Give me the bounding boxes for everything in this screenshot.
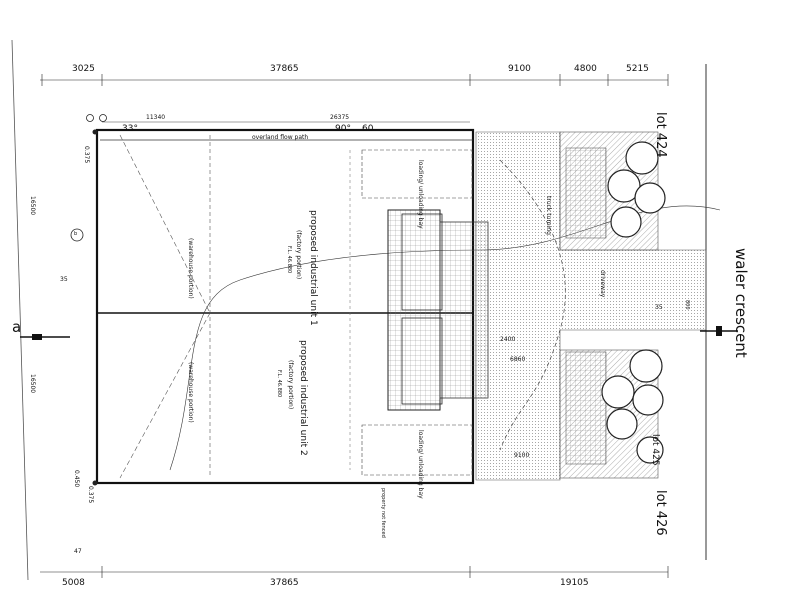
bearing-top: 90° — [335, 124, 351, 134]
loading-bay-label-2: loading/ unloading bay — [417, 430, 424, 499]
height-upper: 16500 — [29, 196, 36, 216]
bearing-60: 60 — [362, 124, 374, 134]
side-47: 47 — [74, 548, 82, 555]
circle-label-b: b — [74, 231, 78, 237]
left-0375b: 0.375 — [87, 486, 94, 504]
dim-bottom-left: 5008 — [62, 578, 85, 588]
tree-group-bottom — [601, 349, 664, 464]
street-name: waler crescent — [732, 248, 750, 358]
section-label-a: a — [12, 318, 22, 336]
dim-top-mid: 37865 — [270, 64, 299, 74]
loading-bay-1 — [361, 149, 473, 199]
left-0375: 0.375 — [83, 146, 90, 164]
road-edge-left — [11, 39, 29, 581]
dim-inner-top-1: 11340 — [146, 114, 166, 121]
unit1-label: proposed industrial unit 1 — [308, 210, 318, 326]
right-35: 35 — [655, 304, 663, 311]
right-6860: 6860 — [510, 356, 526, 363]
lot-side-label: lot 425 — [650, 434, 660, 466]
lot-bottom-label: lot 426 — [653, 490, 668, 536]
warehouse-label-1: (warehouse portion) — [187, 238, 194, 299]
dim-bottom-mid: 37865 — [270, 578, 299, 588]
unit1-ffl: F.L. 46.880 — [286, 246, 292, 274]
driveway-label: driveway — [599, 270, 606, 298]
angle-top: 33° — [122, 124, 138, 134]
unit2-label: proposed industrial unit 2 — [298, 340, 308, 456]
dim-inner-top-2: 26375 — [330, 114, 350, 121]
unit2-ffl: F.L. 46.880 — [276, 370, 282, 398]
property-not-fenced: property not fenced — [380, 488, 386, 538]
overland-flow-label: overland flow path — [252, 134, 309, 141]
unit1-sub: (factory portion) — [295, 230, 302, 280]
lot-top-label: lot 424 — [653, 112, 668, 158]
tree-group-top — [607, 141, 666, 238]
truck-turning-path — [499, 159, 566, 451]
dim-top-r2: 4800 — [574, 64, 597, 74]
dim-bottom-right: 19105 — [560, 578, 589, 588]
right-9100: 9100 — [514, 452, 530, 459]
circle-marker-b — [70, 228, 84, 242]
loading-bay-label-1: loading/ unloading bay — [417, 160, 424, 229]
warehouse-label-2: (warehouse portion) — [187, 362, 194, 423]
dim-top-r1: 9100 — [508, 64, 531, 74]
dim-top-left: 3025 — [72, 64, 95, 74]
loading-bay-2 — [361, 424, 473, 476]
side-35: 35 — [60, 276, 68, 283]
height-lower: 16500 — [29, 374, 36, 394]
left-0450: 0.450 — [73, 470, 80, 488]
truck-turning-label: truck turning — [545, 196, 552, 235]
unit2-sub: (factory portion) — [287, 360, 294, 410]
right-800: 800 — [684, 300, 690, 310]
right-2400: 2400 — [500, 336, 516, 343]
dim-top-r3: 5215 — [626, 64, 649, 74]
